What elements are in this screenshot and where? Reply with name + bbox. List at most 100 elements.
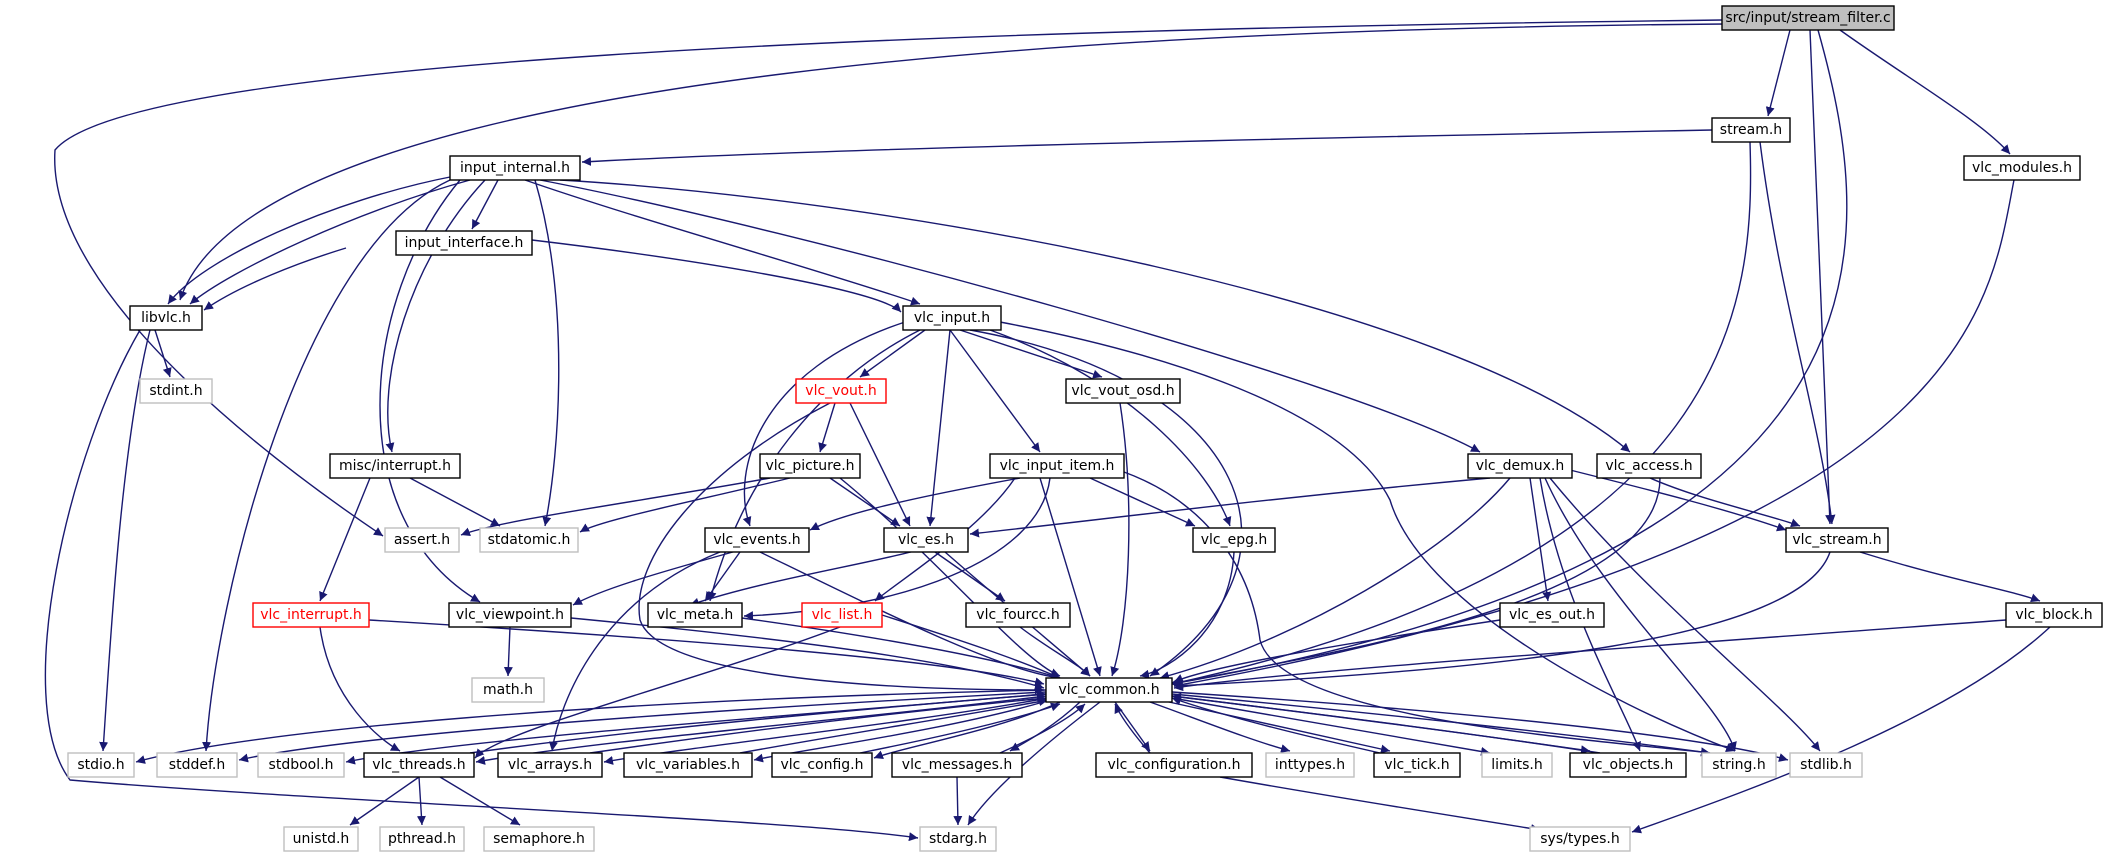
dependency-edge	[474, 626, 841, 759]
node-stdio-h[interactable]: stdio.h	[67, 752, 135, 778]
dependency-edge	[704, 551, 741, 602]
node-label: vlc_modules.h	[1972, 160, 2072, 176]
node-stdarg-h[interactable]: stdarg.h	[919, 826, 997, 852]
node-vlc-config-h[interactable]: vlc_config.h	[771, 752, 873, 778]
dependency-edge	[44, 329, 919, 842]
node-vlc-vout-h[interactable]: vlc_vout.h	[795, 378, 887, 404]
node-vlc-es-out-h[interactable]: vlc_es_out.h	[1499, 602, 1605, 628]
dependency-edge	[1171, 141, 1752, 687]
node-sys-types-h[interactable]: sys/types.h	[1529, 826, 1631, 852]
node-label: vlc_vout_osd.h	[1071, 383, 1174, 399]
dependency-edge	[1159, 699, 1391, 754]
node-vlc-list-h[interactable]: vlc_list.h	[801, 602, 883, 628]
node-stdlib-h[interactable]: stdlib.h	[1789, 752, 1863, 778]
node-stdbool-h[interactable]: stdbool.h	[257, 752, 345, 778]
node-vlc-viewpoint-h[interactable]: vlc_viewpoint.h	[448, 602, 572, 628]
dependency-edge	[1171, 691, 1789, 762]
dependency-edge	[818, 402, 836, 453]
dependency-edge	[202, 179, 451, 752]
node-vlc-fourcc-h[interactable]: vlc_fourcc.h	[965, 602, 1071, 628]
node-limits-h[interactable]: limits.h	[1481, 752, 1553, 778]
node-vlc-vout-osd-h[interactable]: vlc_vout_osd.h	[1065, 378, 1181, 404]
node-label: vlc_interrupt.h	[260, 607, 362, 623]
node-stdatomic-h[interactable]: stdatomic.h	[479, 527, 579, 553]
dependency-edge	[739, 697, 1049, 754]
node-vlc-access-h[interactable]: vlc_access.h	[1596, 453, 1702, 479]
dependency-edge	[154, 329, 172, 378]
dependency-edge	[959, 329, 1103, 379]
node-label: vlc_fourcc.h	[976, 607, 1059, 623]
dependency-edge	[469, 690, 1047, 754]
node-math-h[interactable]: math.h	[471, 677, 545, 703]
node-libvlc-h[interactable]: libvlc.h	[129, 305, 203, 331]
node-vlc-objects-h[interactable]: vlc_objects.h	[1569, 752, 1687, 778]
dependency-edge	[548, 551, 721, 752]
node-stream-h[interactable]: stream.h	[1711, 117, 1791, 143]
node-input-interface-h[interactable]: input_interface.h	[395, 230, 533, 256]
node-vlc-arrays-h[interactable]: vlc_arrays.h	[497, 752, 603, 778]
node-stream-filter-c[interactable]: src/input/stream_filter.c	[1721, 5, 1895, 31]
node-vlc-interrupt-h[interactable]: vlc_interrupt.h	[252, 602, 370, 628]
node-vlc-meta-h[interactable]: vlc_meta.h	[647, 602, 743, 628]
dependency-edge	[1171, 696, 1381, 754]
node-label: limits.h	[1491, 757, 1542, 773]
node-label: vlc_events.h	[713, 532, 800, 548]
dependency-edge	[559, 179, 1631, 453]
node-vlc-block-h[interactable]: vlc_block.h	[2005, 602, 2103, 628]
node-string-h[interactable]: string.h	[1701, 752, 1777, 778]
node-label: unistd.h	[293, 831, 350, 847]
dependency-edge	[579, 477, 791, 533]
dependency-edge	[1173, 551, 1831, 691]
node-label: vlc_input.h	[914, 310, 990, 326]
dependency-edge	[503, 626, 513, 677]
node-misc-interrupt-h[interactable]: misc/interrupt.h	[329, 453, 461, 479]
node-vlc-messages-h[interactable]: vlc_messages.h	[891, 752, 1023, 778]
dependency-edge	[572, 549, 741, 606]
node-vlc-tick-h[interactable]: vlc_tick.h	[1373, 752, 1461, 778]
dependency-edge	[1859, 551, 2041, 603]
nodes-layer: src/input/stream_filter.c stream.h input…	[67, 5, 2103, 852]
dependency-edge	[589, 694, 1047, 754]
node-inttypes-h[interactable]: inttypes.h	[1265, 752, 1355, 778]
dependency-edge	[135, 689, 1047, 764]
node-vlc-modules-h[interactable]: vlc_modules.h	[1963, 155, 2081, 181]
node-label: assert.h	[394, 532, 450, 548]
dependency-edge	[999, 703, 1086, 754]
dependency-edge	[1549, 477, 1821, 752]
node-vlc-threads-h[interactable]: vlc_threads.h	[363, 752, 475, 778]
node-vlc-stream-h[interactable]: vlc_stream.h	[1785, 527, 1889, 553]
dependency-edge	[1539, 477, 1641, 752]
node-label: pthread.h	[388, 831, 456, 847]
edges-layer	[44, 19, 2051, 842]
node-stddef-h[interactable]: stddef.h	[156, 752, 238, 778]
node-label: vlc_threads.h	[372, 757, 465, 773]
node-pthread-h[interactable]: pthread.h	[379, 826, 465, 852]
node-input-internal-h[interactable]: input_internal.h	[449, 155, 581, 181]
dependency-edge	[999, 321, 1736, 753]
dependency-edge	[1159, 29, 1848, 689]
node-unistd-h[interactable]: unistd.h	[283, 826, 359, 852]
dependency-edge	[1114, 703, 1151, 754]
node-vlc-es-h[interactable]: vlc_es.h	[883, 527, 969, 553]
node-label: stdatomic.h	[488, 532, 571, 548]
node-vlc-configuration-h[interactable]: vlc_configuration.h	[1095, 752, 1253, 778]
node-label: misc/interrupt.h	[339, 458, 451, 474]
node-label: vlc_meta.h	[657, 607, 734, 623]
node-vlc-input-h[interactable]: vlc_input.h	[902, 305, 1002, 331]
dependency-edge	[1569, 469, 1787, 532]
node-vlc-demux-h[interactable]: vlc_demux.h	[1467, 453, 1573, 479]
node-vlc-epg-h[interactable]: vlc_epg.h	[1192, 527, 1276, 553]
node-vlc-events-h[interactable]: vlc_events.h	[704, 527, 810, 553]
dependency-edge	[741, 617, 1061, 680]
node-vlc-input-item-h[interactable]: vlc_input_item.h	[989, 453, 1125, 479]
node-assert-h[interactable]: assert.h	[384, 527, 460, 553]
node-vlc-common-h[interactable]: vlc_common.h	[1045, 677, 1173, 703]
node-stdint-h[interactable]: stdint.h	[139, 378, 213, 404]
node-label: math.h	[483, 682, 533, 698]
node-vlc-variables-h[interactable]: vlc_variables.h	[623, 752, 753, 778]
node-label: src/input/stream_filter.c	[1725, 10, 1890, 26]
node-semaphore-h[interactable]: semaphore.h	[483, 826, 595, 852]
dependency-edge	[531, 239, 902, 313]
node-vlc-picture-h[interactable]: vlc_picture.h	[759, 453, 861, 479]
